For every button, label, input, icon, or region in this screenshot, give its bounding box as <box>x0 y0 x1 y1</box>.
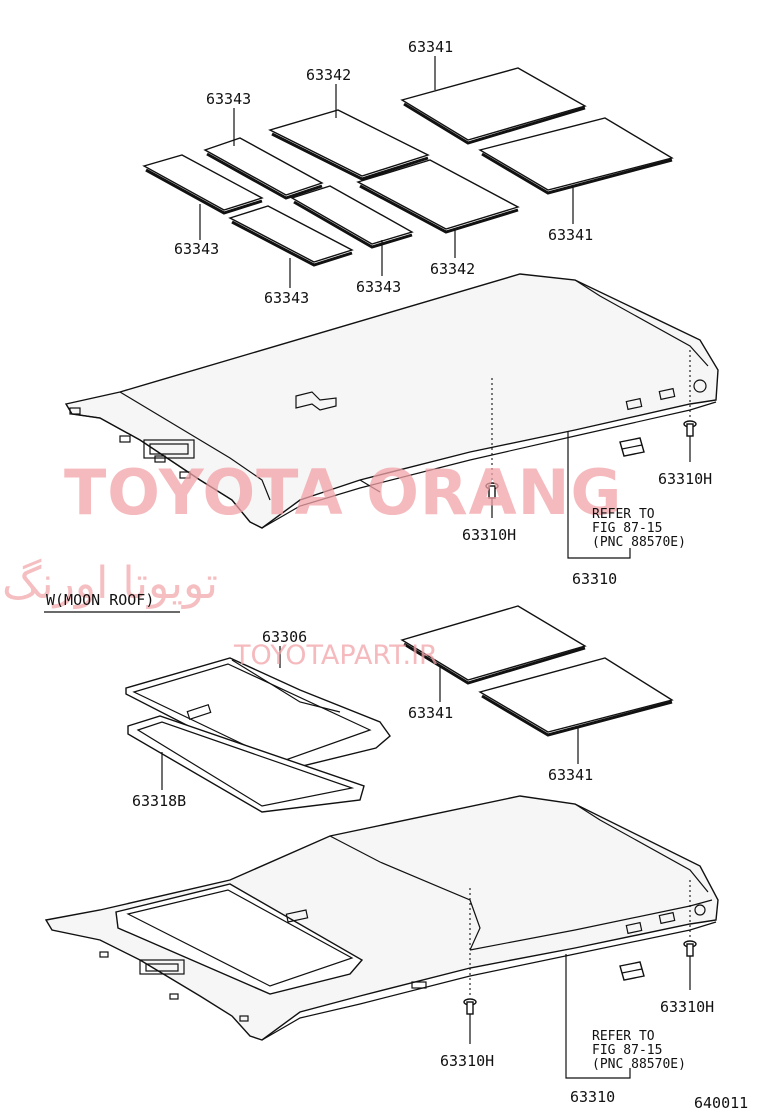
refer-note-lower-line1: REFER TO <box>592 1029 655 1044</box>
watermark-main: TOYOTA ORANG <box>64 456 622 529</box>
pad-63343-a <box>203 137 324 196</box>
screw-63310h-upper-right <box>683 420 697 462</box>
screw-63310h-lower-left <box>463 998 477 1044</box>
part-labels: 63341 63342 63343 63343 63341 63342 6334… <box>44 38 748 1112</box>
pad-63343-b <box>142 154 264 211</box>
label-63341-d: 63341 <box>548 766 593 784</box>
watermark: TOYOTA ORANG تویوتا اورنگ TOYOTAPART.IR <box>2 456 622 671</box>
moonroof-opening <box>115 883 364 995</box>
refer-note-upper-line2: FIG 87-15 <box>592 521 662 536</box>
label-63343-b: 63343 <box>174 240 219 258</box>
pad-63342-middle <box>356 159 520 230</box>
refer-note-lower-line3: (PNC 88570E) <box>592 1057 686 1072</box>
label-63310h-a: 63310H <box>658 470 712 488</box>
watermark-url: TOYOTAPART.IR <box>233 640 438 671</box>
label-63310h-d: 63310H <box>440 1052 494 1070</box>
label-63341-a: 63341 <box>408 38 453 56</box>
label-63342-b: 63342 <box>430 260 475 278</box>
refer-note-upper-line1: REFER TO <box>592 507 655 522</box>
pad-63341-top <box>400 67 587 141</box>
silencer-pads-upper <box>142 67 674 267</box>
fasteners-upper <box>485 350 697 559</box>
leaders-lower-pads <box>161 646 579 790</box>
label-63343-a: 63343 <box>206 90 251 108</box>
pad-63341-lower-a <box>400 605 587 681</box>
roof-headlining-lower <box>44 795 719 1041</box>
label-63310-b: 63310 <box>570 1088 615 1106</box>
dome-light-cutout <box>143 439 195 459</box>
sunshade-63306 <box>125 657 391 773</box>
label-63306: 63306 <box>262 628 307 646</box>
refer-note-lower-line2: FIG 87-15 <box>592 1043 662 1058</box>
pad-63341-lower-b <box>478 657 674 733</box>
pad-63343-c <box>290 185 414 245</box>
pad-63341-right <box>478 117 674 191</box>
pad-63342-top <box>268 109 430 177</box>
screw-63310h-upper-left <box>485 482 499 518</box>
screw-63310h-lower-right <box>683 940 697 990</box>
frame-63318b <box>127 715 365 813</box>
label-63310-a: 63310 <box>572 570 617 588</box>
pad-63343-d <box>228 205 354 263</box>
label-63342-a: 63342 <box>306 66 351 84</box>
label-63310h-c: 63310H <box>660 998 714 1016</box>
figure-number: 640011 <box>694 1094 748 1112</box>
label-63310h-b: 63310H <box>462 526 516 544</box>
label-63343-c: 63343 <box>356 278 401 296</box>
label-63343-d: 63343 <box>264 289 309 307</box>
refer-note-upper-line3: (PNC 88570E) <box>592 535 686 550</box>
leaders-upper-pads <box>199 56 574 288</box>
section-label-moon-roof: W(MOON ROOF) <box>46 591 154 609</box>
label-63341-b: 63341 <box>548 226 593 244</box>
label-63341-c: 63341 <box>408 704 453 722</box>
label-63318b: 63318B <box>132 792 186 810</box>
moonroof-parts <box>125 605 674 813</box>
watermark-persian: تویوتا اورنگ <box>2 558 218 609</box>
fasteners-lower <box>463 880 697 1079</box>
